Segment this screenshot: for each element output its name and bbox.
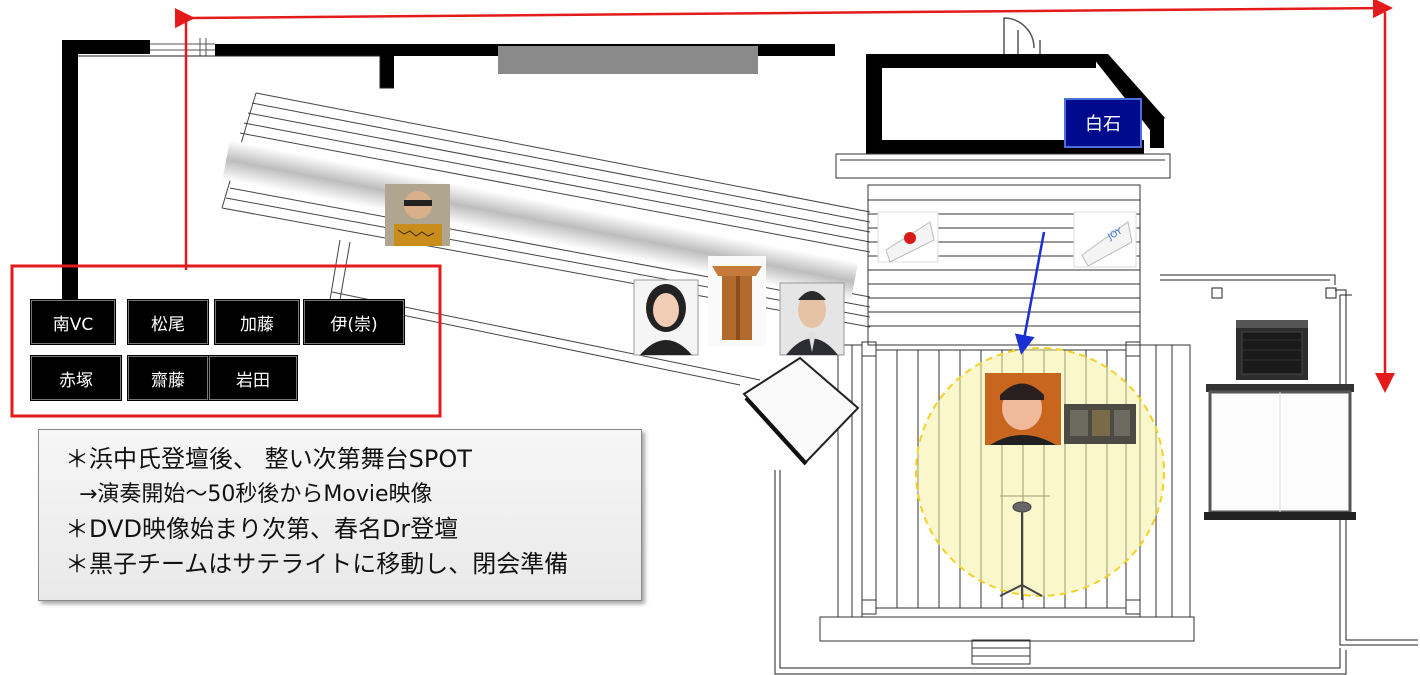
effects-pedals-icon xyxy=(1064,404,1136,444)
photo-person-sunglasses-icon xyxy=(385,184,450,246)
microphone-stand-icon xyxy=(999,501,1043,600)
note-line-4: ＊黒子チームはサテライトに移動し、閉会準備 xyxy=(65,550,569,578)
move-arrow xyxy=(1014,231,1046,355)
note-line-2: →演奏開始～50秒後からMovie映像 xyxy=(79,482,433,507)
staff-box-akatsuka: 赤塚 xyxy=(31,356,121,400)
notes-box: ＊浜中氏登壇後、 整い次第舞台SPOT →演奏開始～50秒後からMovie映像 … xyxy=(38,429,642,601)
staff-box-matsuo: 松尾 xyxy=(128,300,208,344)
note-line-1: ＊浜中氏登壇後、 整い次第舞台SPOT xyxy=(65,445,472,473)
staff-box-kato: 加藤 xyxy=(215,300,299,344)
projection-screen-icon xyxy=(1204,384,1356,520)
japan-flag-icon xyxy=(877,211,939,263)
blurred-band xyxy=(222,139,859,302)
photo-man-suit-icon xyxy=(779,282,845,356)
lighting-panel-icon xyxy=(742,356,860,466)
grey-wall xyxy=(498,46,758,74)
note-line-3: ＊DVD映像始まり次第、春名Dr登壇 xyxy=(65,515,459,543)
white-flag-icon: JOY xyxy=(1073,211,1137,268)
staff-box-saito: 齋藤 xyxy=(128,356,208,400)
staff-box-i-taka: 伊(崇) xyxy=(304,300,404,344)
door xyxy=(1003,17,1041,54)
staff-shiraishi-box: 白石 xyxy=(1064,98,1142,148)
guitar-amp-icon xyxy=(1236,320,1308,380)
staff-box-iwata: 岩田 xyxy=(209,356,297,400)
staff-box-minami-vc: 南VC xyxy=(31,300,115,344)
podium-icon xyxy=(708,256,766,346)
range-arrows xyxy=(174,0,1395,393)
staff-group-frame xyxy=(10,264,442,418)
photo-performer-icon xyxy=(985,373,1061,445)
photo-woman-icon xyxy=(633,279,699,356)
